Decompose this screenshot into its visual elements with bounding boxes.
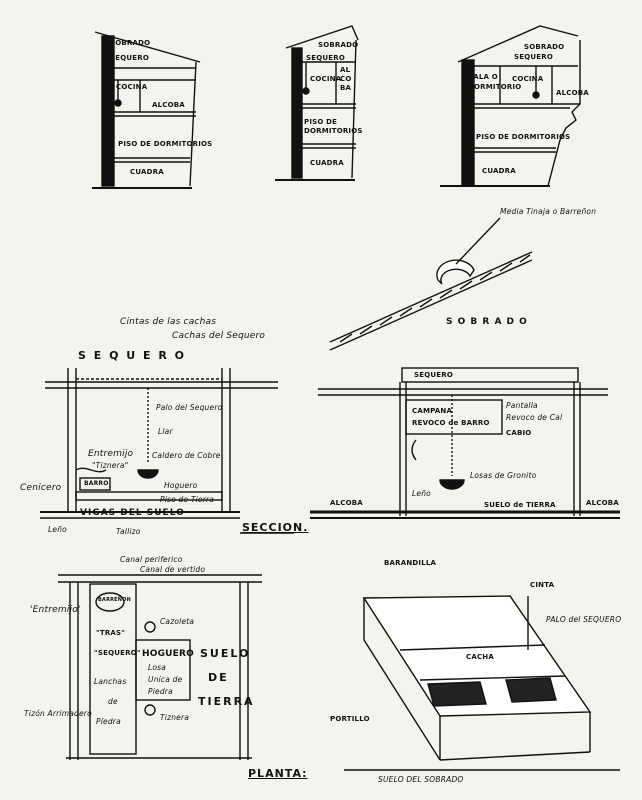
label-unica: Unica de: [148, 675, 183, 684]
label-sobrado-right: SOBRADO: [524, 43, 565, 51]
label-cuadra-left: CUADRA: [130, 168, 164, 176]
seccion-left-drawing: [40, 368, 294, 534]
label-piso-tierra: Piso de Tierra: [160, 495, 215, 504]
label-seccion: SECCION.: [242, 521, 309, 534]
label-vigas: VIGAS DEL SUELO: [80, 508, 185, 518]
label-suelo-planta: SUELO: [200, 647, 251, 660]
label-palo-sequero: PALO del SEQUERO: [546, 615, 622, 624]
label-tiznera: "Tiznera": [92, 461, 129, 470]
label-revoco-cal: Revoco de Cal: [506, 413, 563, 422]
label-de: de: [108, 697, 118, 706]
label-suelo-sobrado: SUELO DEL SOBRADO: [378, 775, 464, 784]
label-sequero-planta: "SEQUERO": [94, 649, 141, 657]
label-canal-vertido: Canal de vertido: [140, 565, 206, 574]
label-cocina-right: COCINA: [512, 75, 544, 83]
roof-tinaja-detail: [329, 217, 533, 351]
label-cocina-left: COCINA: [116, 83, 148, 91]
label-barro: BARRO: [84, 480, 109, 487]
label-tierra-planta: TIERRA: [198, 695, 255, 708]
label-alcoba-left: ALCOBA: [152, 101, 185, 109]
label-cocina-middle: COCINA: [310, 75, 342, 83]
label-tiznera-planta: Tiznera: [160, 713, 190, 722]
label-cintas: Cintas de las cachas: [120, 317, 217, 327]
label-sequero-right: SEQUERO: [514, 53, 553, 61]
label-tinaja: Media Tinaja o Barreñon: [500, 207, 597, 216]
house-section-right: [440, 25, 581, 187]
label-cazoleta: Cazoleta: [160, 617, 195, 626]
label-alcoba-right-section: ALCOBA: [586, 499, 619, 507]
label-cuadra-middle: CUADRA: [310, 159, 344, 167]
label-entremijo: Entremijo: [88, 449, 134, 459]
label-sequero-right-section: SEQUERO: [414, 371, 453, 379]
label-alcoba-left-section: ALCOBA: [330, 499, 363, 507]
label-caldero: Caldero de Cobre: [152, 451, 221, 460]
house-section-middle: [275, 25, 359, 181]
label-sobrado-middle: SOBRADO: [318, 41, 359, 49]
seccion-right-drawing: [310, 367, 620, 519]
label-canal-periferico: Canal periferico: [120, 555, 183, 564]
label-alcoba-right: ALCOBA: [556, 89, 589, 97]
label-sobrado-roof: S O B R A D O: [446, 317, 528, 327]
label-lanchas: Lanchas: [94, 677, 127, 686]
label-suelo-tierra: SUELO de TIERRA: [484, 501, 556, 509]
label-piedra: Piedra: [148, 687, 173, 696]
label-cinta: CINTA: [530, 581, 555, 589]
label-pantalla: Pantalla: [506, 401, 538, 410]
label-llar: Llar: [158, 427, 173, 436]
label-losas: Losas de Gronito: [470, 471, 537, 480]
label-de-planta: DE: [208, 671, 229, 684]
label-barandilla: BARANDILLA: [384, 559, 437, 567]
label-revoco-barro: REVOCO de BARRO: [412, 419, 490, 427]
label-sobrado-left: SOBRADO: [110, 39, 151, 47]
label-sequero-middle: SEQUERO: [306, 54, 345, 62]
label-leno-left: Leño: [48, 525, 67, 534]
label-cabio: CABIO: [506, 429, 532, 437]
label-palo: Palo del Sequero: [156, 403, 223, 412]
label-cenicero: Cenicero: [20, 483, 62, 493]
sobrado-box-drawing: [344, 595, 620, 771]
label-leno-right: Leño: [412, 489, 431, 498]
label-campana: CAMPANA: [412, 407, 453, 415]
label-alcoba-middle: AL CO BA: [340, 66, 352, 92]
label-hoguero-planta: HOGUERO: [142, 649, 195, 659]
label-piso-middle: PISO DE DORMITORIOS: [304, 118, 363, 135]
label-tizon: Tizón Arrimadero: [24, 709, 92, 718]
label-portillo: PORTILLO: [330, 715, 370, 723]
label-tras: "TRAS": [96, 629, 126, 637]
label-piedra2: Piedra: [96, 717, 121, 726]
label-entremijo-planta: 'Entremijo': [30, 605, 81, 615]
label-sala-right: SALA O DORMITORIO: [468, 73, 522, 91]
label-piso-left: PISO DE DORMITORIOS: [118, 140, 213, 148]
house-section-left: [92, 31, 201, 189]
label-sequero-left: SEQUERO: [110, 54, 149, 62]
label-barreno: BARREÑON: [98, 597, 132, 603]
label-cachas: Cachas del Sequero: [172, 331, 266, 341]
label-hoguero: Hoguero: [164, 481, 198, 490]
label-planta: PLANTA:: [248, 767, 308, 780]
label-cuadra-right: CUADRA: [482, 167, 516, 175]
planta-drawing: [58, 574, 262, 760]
label-piso-right: PISO DE DORMITORIOS: [476, 133, 571, 141]
label-sequero-section: S E Q U E R O: [78, 349, 187, 362]
label-cacha: CACHA: [466, 653, 494, 661]
label-losa: Losa: [148, 663, 167, 672]
label-tallizo: Tallizo: [116, 527, 141, 536]
